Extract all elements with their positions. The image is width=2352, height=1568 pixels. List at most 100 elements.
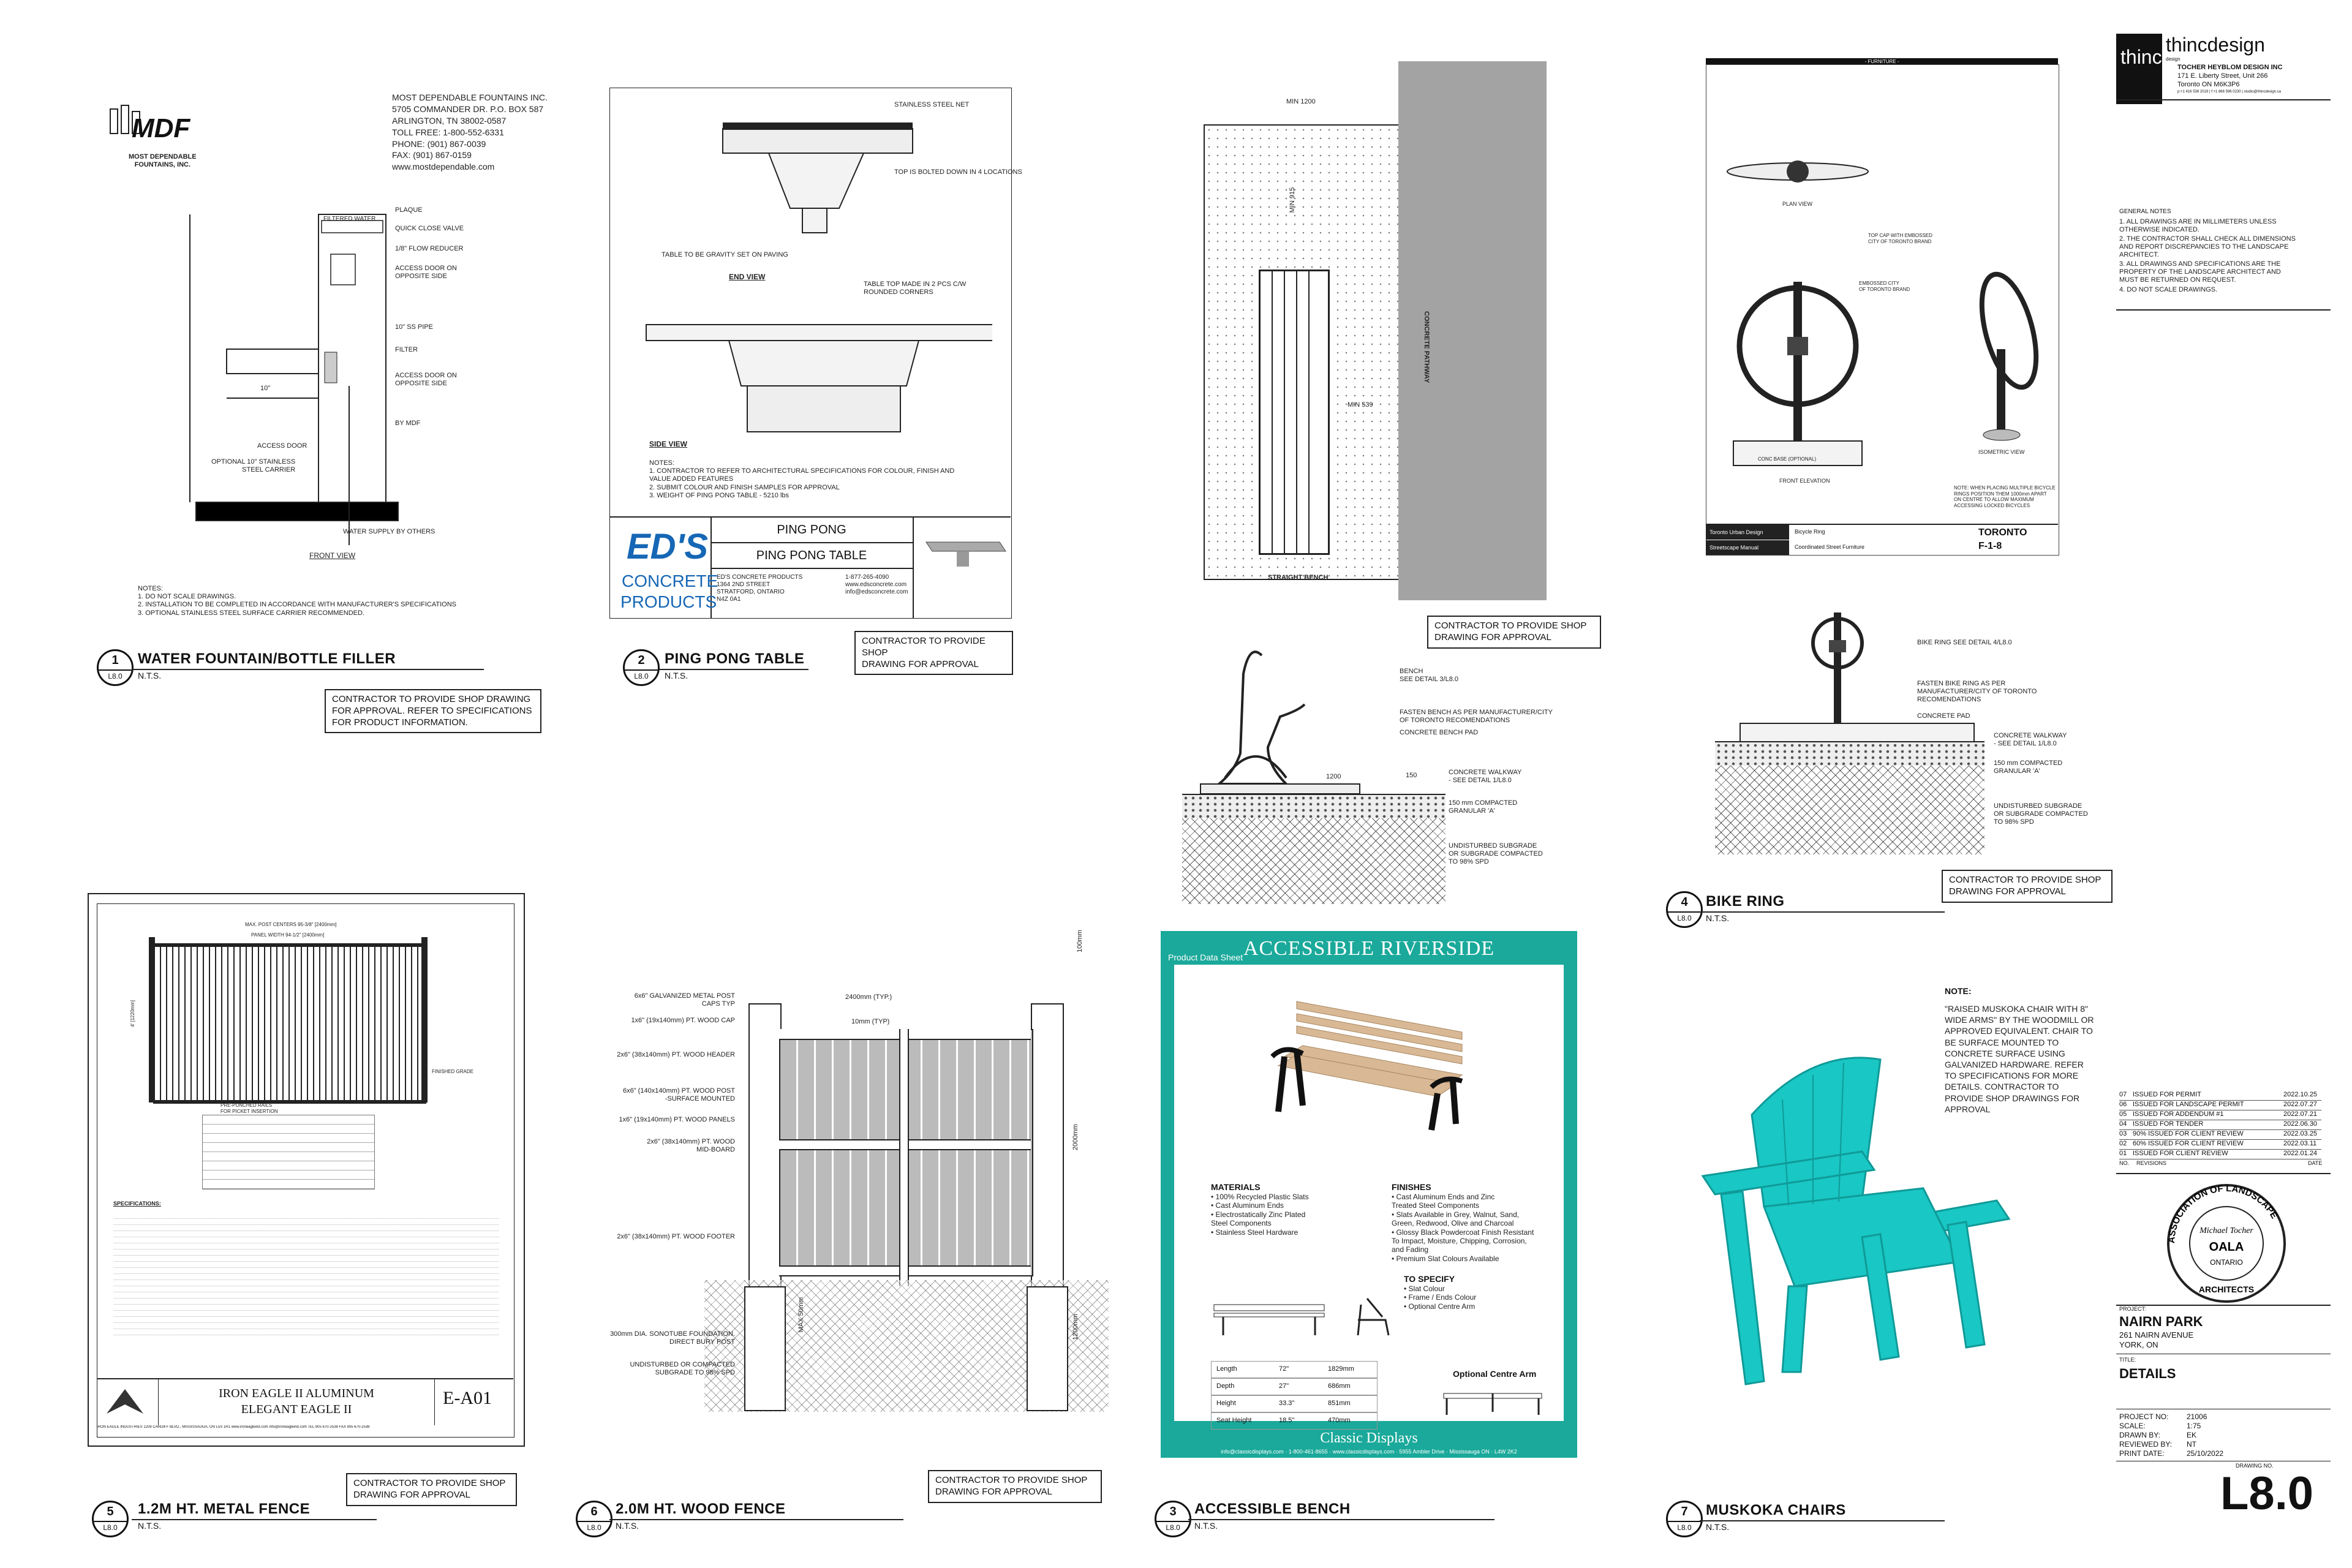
general-note-3: 3. ALL DRAWINGS AND SPECIFICATIONS ARE T…	[2119, 260, 2281, 284]
bike-concrete-pad	[1740, 723, 1975, 744]
iron-eagle-title-cell: IRON EAGLE II ALUMINUM ELEGANT EAGLE II	[158, 1379, 435, 1425]
eds-title-block: ED'S CONCRETE PRODUCTS PING PONG PING PO…	[609, 516, 1011, 619]
wood-dim-1: 2400mm (TYP.)	[845, 993, 892, 1001]
muskoka-chair-image	[1701, 1057, 2011, 1385]
wood-label-2: 1x6" (19x140mm) PT. WOOD CAP	[631, 1017, 735, 1024]
wood-dim-6: 1200mm	[1071, 1314, 1079, 1340]
side-view-label: SIDE VIEW	[649, 440, 688, 448]
wood-dim-5: MAX 50mm	[797, 1297, 805, 1333]
svg-text:OALA: OALA	[2209, 1240, 2244, 1254]
pds-label: Product Data Sheet	[1168, 952, 1243, 962]
wood-label-7: 2x6" (38x140mm) PT. WOOD FOOTER	[617, 1233, 735, 1240]
firm-address-2: Toronto ON M6K3P6	[2177, 81, 2240, 88]
nts-7: N.T.S.	[1706, 1522, 1730, 1532]
mdf-address: MOST DEPENDABLE FOUNTAINS INC. 5705 COMM…	[392, 92, 548, 172]
fence-top-dim-1: MAX. POST CENTERS 95-3/8" [2400mm]	[245, 922, 337, 927]
bike-sec-label-6: UNDISTURBED SUBGRADE OR SUBGRADE COMPACT…	[1994, 802, 2088, 826]
detail-title-6: 2.0M HT. WOOD FENCE	[616, 1501, 786, 1517]
wood-dim-4: 2000mm	[1071, 1124, 1079, 1150]
shop-drawing-note-4: CONTRACTOR TO PROVIDE SHOP DRAWING FOR A…	[1942, 870, 2113, 903]
front-elevation-label: FRONT ELEVATION	[1779, 478, 1830, 484]
fence-panel-table	[202, 1115, 375, 1189]
bike-subgrade	[1715, 766, 1985, 854]
footer-f18: F-1-8	[1978, 541, 2002, 551]
shop-drawing-note-2: CONTRACTOR TO PROVIDE SHOP DRAWING FOR A…	[854, 631, 1013, 676]
ping-pong-notes: NOTES: 1. CONTRACTOR TO REFER TO ARCHITE…	[649, 459, 955, 499]
general-note-1: 1. ALL DRAWINGS ARE IN MILLIMETERS UNLES…	[2119, 218, 2277, 234]
footer-streetscape: Streetscape Manual	[1706, 540, 1789, 555]
title-label: TITLE:	[2119, 1357, 2136, 1363]
project-label: PROJECT:	[2119, 1306, 2146, 1312]
bike-sec-label-3: CONCRETE PAD	[1917, 712, 1970, 720]
bike-sec-label-2: FASTEN BIKE RING AS PER MANUFACTURER/CIT…	[1917, 680, 2037, 704]
bike-ring-spec-drawing	[1727, 160, 2039, 466]
eds-logo-text: ED'S	[627, 527, 709, 567]
eds-logo-block: ED'S CONCRETE PRODUCTS	[609, 518, 718, 619]
plan-view-label: PLAN VIEW	[1782, 201, 1813, 207]
dim-150: 150	[1406, 772, 1417, 779]
label-stainless-net: STAINLESS STEEL NET	[894, 101, 970, 108]
label-concrete-pathway: CONCRETE PATHWAY	[1423, 311, 1431, 383]
bench-label-6: UNDISTURBED SUBGRADE OR SUBGRADE COMPACT…	[1449, 842, 1543, 866]
label-access-door-1: ACCESS DOOR ON OPPOSITE SIDE	[395, 265, 457, 281]
wood-dim-3: 100mm	[1076, 930, 1084, 952]
label-plaque: PLAQUE	[395, 206, 423, 214]
bike-spec-label-3: CONC BASE (OPTIONAL)	[1758, 456, 1817, 462]
shop-drawing-note-3a: CONTRACTOR TO PROVIDE SHOP DRAWING FOR A…	[1427, 616, 1601, 649]
bike-spec-footer: Toronto Urban Design Streetscape Manual …	[1706, 524, 2058, 556]
riverside-title: ACCESSIBLE RIVERSIDE	[1243, 937, 1495, 960]
nts-4: N.T.S.	[1706, 913, 1730, 923]
bike-sec-label-1: BIKE RING SEE DETAIL 4/L8.0	[1917, 639, 2012, 646]
iron-eagle-title-2: ELEGANT EAGLE II	[241, 1403, 352, 1416]
sheet-title: DETAILS	[2119, 1366, 2176, 1381]
project-address-1: 261 NAIRN AVENUE	[2119, 1330, 2194, 1340]
eds-concrete: CONCRETE	[622, 571, 718, 590]
wood-label-5: 1x6" (19x140mm) PT. WOOD PANELS	[619, 1116, 735, 1123]
title-block-rule-4	[2116, 1305, 2331, 1306]
fence-finished-grade: FINISHED GRADE	[432, 1069, 474, 1074]
nts-2: N.T.S.	[665, 671, 688, 680]
iron-eagle-title-1: IRON EAGLE II ALUMINUM	[219, 1387, 374, 1400]
fence-spec-heading: SPECIFICATIONS:	[113, 1200, 161, 1207]
title-underline-7	[1700, 1520, 1945, 1521]
drawing-no-label: DRAWING NO.	[2236, 1463, 2274, 1469]
shop-drawing-note-1: CONTRACTOR TO PROVIDE SHOP DRAWING FOR A…	[325, 689, 541, 734]
title-block-rule-3	[2116, 1173, 2331, 1174]
bench-plan-wall	[1398, 61, 1547, 600]
firm-contact: p:+1 416 536 2019 | f:+1 866 596 0230 | …	[2177, 90, 2282, 94]
revisions-header: REVISIONS	[2136, 1160, 2167, 1166]
specify-list: • Slat Colour • Frame / Ends Colour • Op…	[1404, 1284, 1477, 1311]
fence-height-dim: 4' [1220mm]	[130, 1000, 136, 1027]
nts-1: N.T.S.	[138, 671, 162, 680]
fence-top-dim-2: PANEL WIDTH 94-1/2" [2400mm]	[251, 932, 325, 938]
ping-pong-drawings	[646, 123, 992, 432]
bike-spec-label-1: TOP CAP WITH EMBOSSED CITY OF TORONTO BR…	[1868, 233, 1932, 244]
bike-sec-label-5: 150 mm COMPACTED GRANULAR 'A'	[1994, 760, 2063, 775]
dim-min-915: MIN 915	[1289, 187, 1297, 213]
bike-granular	[1715, 741, 1985, 767]
end-view-label: END VIEW	[729, 273, 766, 281]
thincdesign-logo-text: thincdesign	[2166, 34, 2265, 56]
muskoka-note-heading: NOTE:	[1945, 986, 1972, 996]
product-name-1: PING PONG	[710, 518, 913, 543]
isometric-view-label: ISOMETRIC VIEW	[1978, 449, 2025, 455]
label-access-door-3: ACCESS DOOR	[257, 442, 307, 450]
mdf-logo-text: MDF	[132, 113, 190, 143]
specify-heading: TO SPECIFY	[1404, 1274, 1455, 1284]
riverside-body: MATERIALS • 100% Recycled Plastic Slats …	[1174, 965, 1564, 1430]
bench-label-3: CONCRETE BENCH PAD	[1400, 729, 1479, 736]
nts-6: N.T.S.	[616, 1521, 639, 1531]
nts-3: N.T.S.	[1194, 1521, 1218, 1531]
materials-heading: MATERIALS	[1211, 1182, 1261, 1192]
revisions-date-header: DATE	[2308, 1160, 2323, 1166]
